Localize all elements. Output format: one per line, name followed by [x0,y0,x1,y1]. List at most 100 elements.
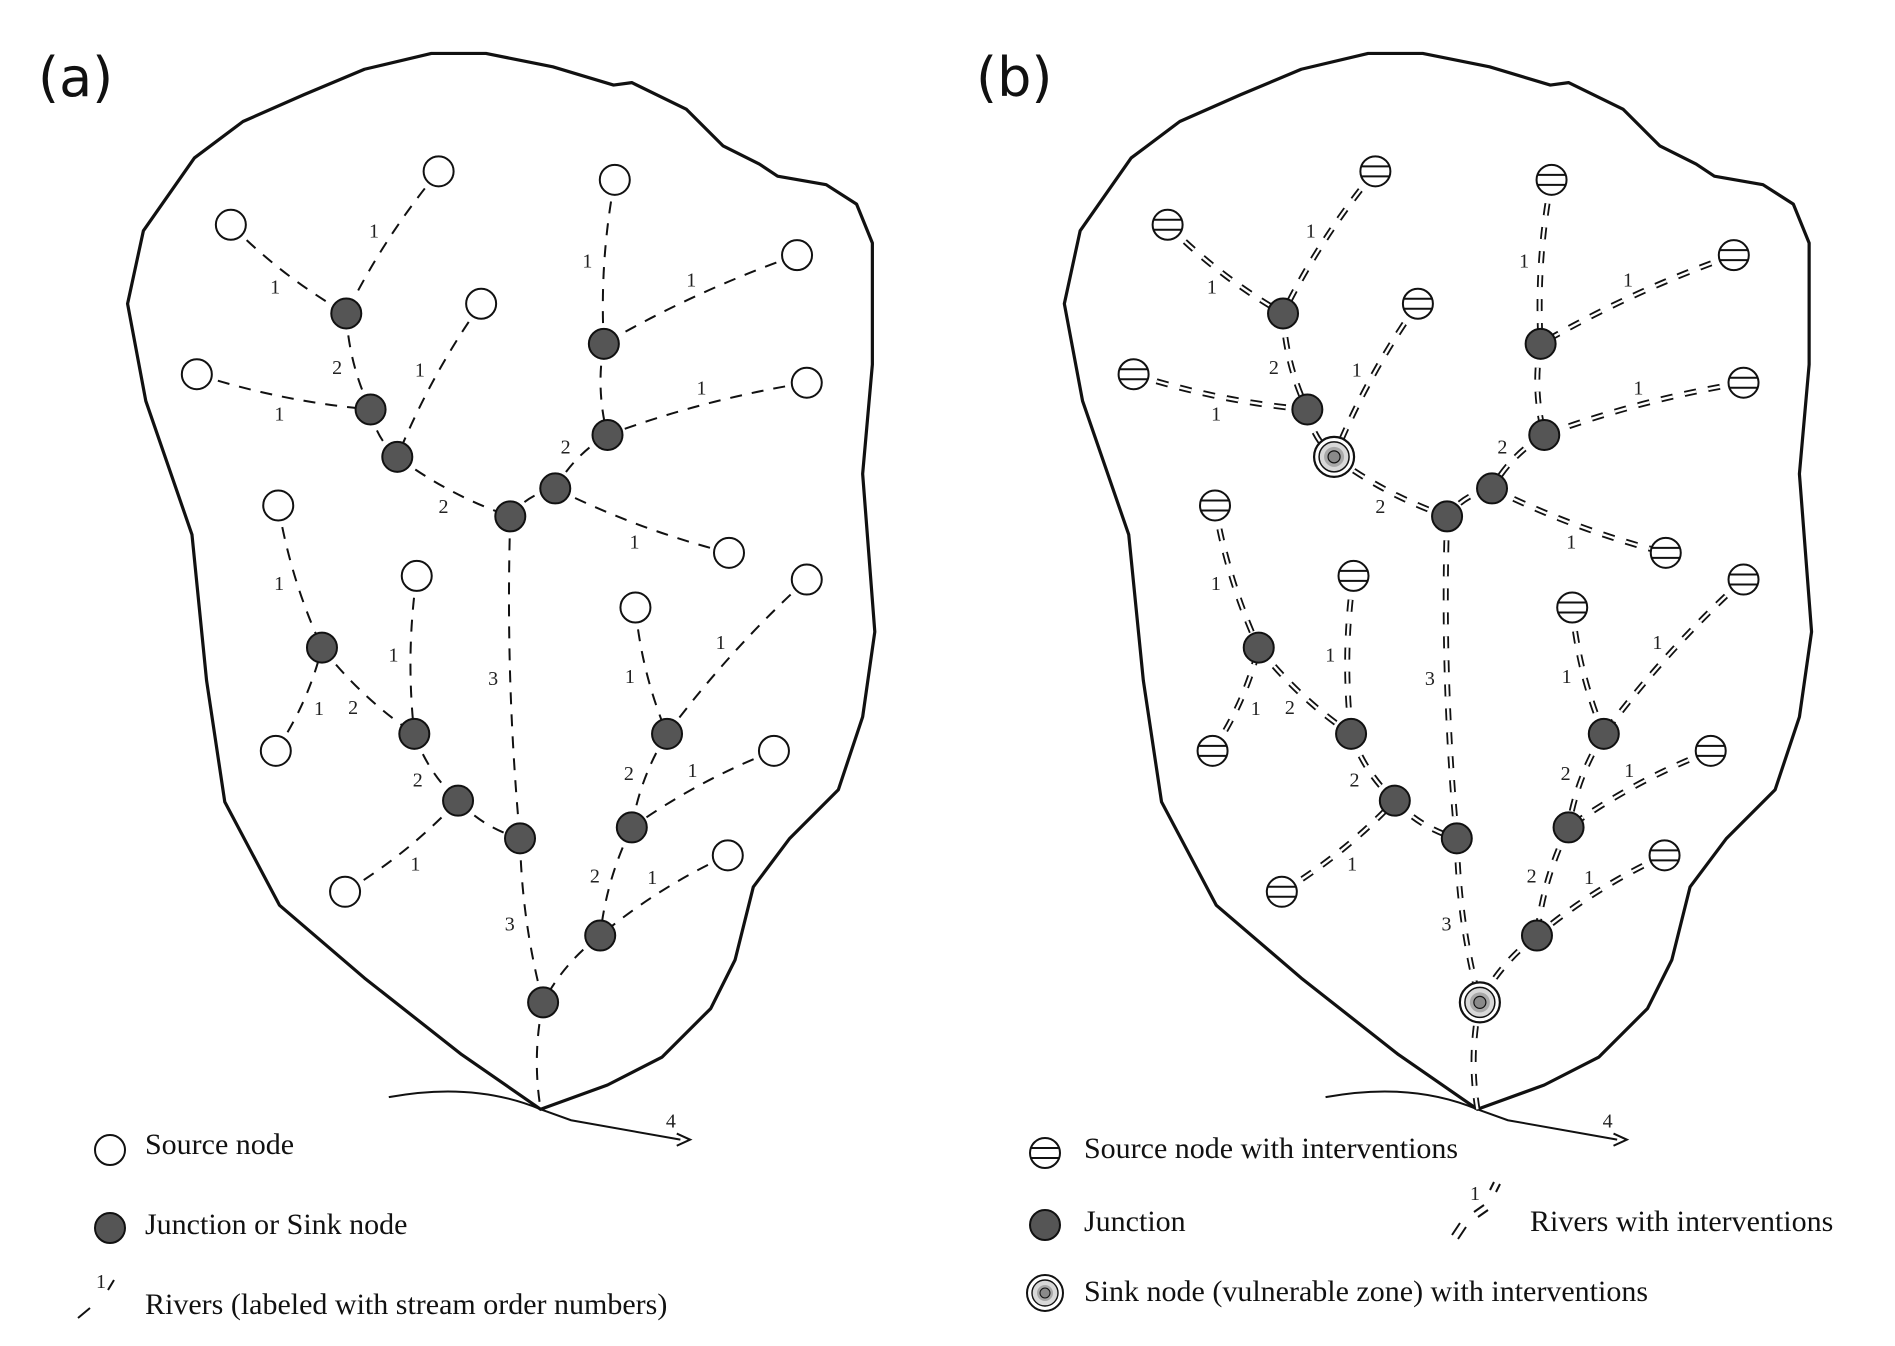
source-node-intervention-icon [1649,536,1682,569]
junction-node-icon [1524,327,1557,360]
stream-order-label: 3 [1425,668,1435,690]
junction-node-icon [1267,297,1300,330]
stream-order-label: 2 [439,496,449,518]
main-river-downstream [1477,1108,1618,1141]
source-node-icon [711,839,744,872]
junction-node-icon [494,500,527,533]
panel-label-b: (b) [976,46,1053,109]
stream-order-label: 2 [624,763,634,785]
legend-junction-node-icon [94,1212,126,1244]
source-node-intervention-icon [1727,366,1760,399]
source-node-intervention-icon [1535,163,1568,196]
river-segment [603,254,798,345]
junction-node-icon [1587,717,1620,750]
basin-boundary [1062,51,1814,1111]
legend-source-intervention-icon [1029,1137,1061,1169]
junction-node-icon [591,418,624,451]
junction-node-icon [442,784,475,817]
river-segment [601,179,616,344]
stream-order-label: 1 [1623,270,1633,292]
river-segment [607,381,807,436]
junction-node-icon [651,717,684,750]
outlet-order-label: 4 [1603,1111,1613,1133]
stream-order-label: 2 [1269,357,1279,379]
source-node-icon [598,163,631,196]
river-segment [344,799,459,893]
source-node-icon [790,563,823,596]
source-node-icon [422,155,455,188]
river-segment [507,516,522,839]
river-segment [634,607,668,735]
junction-node-icon [354,393,387,426]
source-node-icon [262,489,295,522]
stream-order-label: 1 [716,632,726,654]
source-node-intervention-icon [1117,358,1150,391]
main-river-upstream [1325,1090,1478,1111]
stream-order-label: 2 [590,865,600,887]
junction-node-icon [1242,631,1275,664]
legend-a-river-label: Rivers (labeled with stream order number… [145,1288,668,1321]
stream-order-label: 1 [1584,867,1594,889]
river-with-interventions [1543,379,1745,438]
stream-order-label: 1 [1519,250,1529,272]
river-segment [345,170,440,314]
river-segment [519,838,545,1003]
stream-order-label: 2 [1497,436,1507,458]
river-with-interventions [1165,222,1285,317]
main-river-upstream [388,1090,542,1111]
stream-order-label: 3 [488,668,498,690]
outflow-arrow-icon [676,1132,693,1147]
river-with-interventions [1256,645,1353,737]
legend-b-junction-label: Junction [1084,1205,1186,1238]
stream-order-label: 1 [1652,632,1662,654]
stream-order-label: 1 [686,270,696,292]
river-with-interventions [1453,838,1483,1004]
source-node-icon [259,734,292,767]
source-node-intervention-icon [1151,208,1184,241]
stream-order-label: 2 [1375,496,1385,518]
source-node-intervention-icon [1694,734,1727,767]
stream-order-label: 1 [1633,378,1643,400]
stream-order-label: 1 [274,403,284,425]
stream-order-label: 1 [1251,698,1261,720]
river-with-interventions [1490,485,1667,556]
basin-boundary [125,51,877,1111]
stream-order-label: 2 [1285,697,1295,719]
stream-order-label: 1 [369,220,379,242]
source-node-intervention-icon [1727,563,1760,596]
stream-order-label: 3 [1442,913,1452,935]
stream-order-label: 1 [274,573,284,595]
river-segment [554,487,730,554]
junction-node-icon [1378,784,1411,817]
stream-order-label: 2 [561,436,571,458]
panel-label-a: (a) [38,46,114,109]
stream-order-label: 2 [332,357,342,379]
stream-order-label: 1 [270,277,280,299]
river-segment [666,578,808,735]
river-segment [599,826,633,936]
river-with-interventions [1331,302,1421,458]
source-node-intervention-icon [1196,734,1229,767]
outflow-arrow-icon [1613,1132,1630,1147]
stream-order-label: 1 [629,531,639,553]
junction-node-icon [1431,500,1464,533]
legend-a-source-label: Source node [145,1128,295,1161]
junction-node-icon [381,440,414,473]
legend-river-order-label: 1 [96,1271,106,1293]
stream-order-label: 2 [1561,763,1571,785]
stream-order-label: 1 [1566,531,1576,553]
stream-order-label: 1 [415,360,425,382]
stream-order-label: 1 [1562,666,1572,688]
stream-order-label: 2 [348,697,358,719]
river-segment [535,1002,545,1110]
legend-icons: 11 [77,1134,1501,1319]
junction-node-icon [1528,418,1561,451]
stream-order-label: 1 [647,867,657,889]
source-node-icon [465,287,498,320]
junction-node-icon [305,631,338,664]
stream-order-label: 2 [413,769,423,791]
river-with-interventions [1539,252,1735,347]
source-node-icon [619,591,652,624]
legend-b-river-label: Rivers with interventions [1530,1205,1834,1238]
